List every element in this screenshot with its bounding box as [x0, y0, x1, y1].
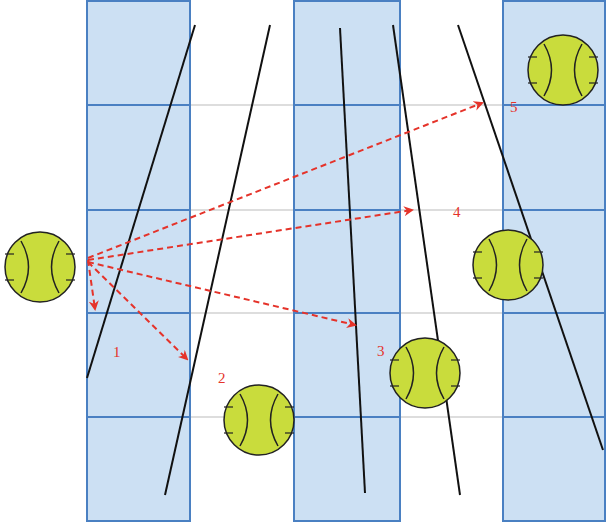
callout-number: 3 — [377, 344, 385, 359]
callout-number: 1 — [113, 345, 121, 360]
callout-number: 2 — [218, 371, 226, 386]
callout-number: 5 — [510, 100, 518, 115]
callout-number: 4 — [453, 205, 461, 220]
